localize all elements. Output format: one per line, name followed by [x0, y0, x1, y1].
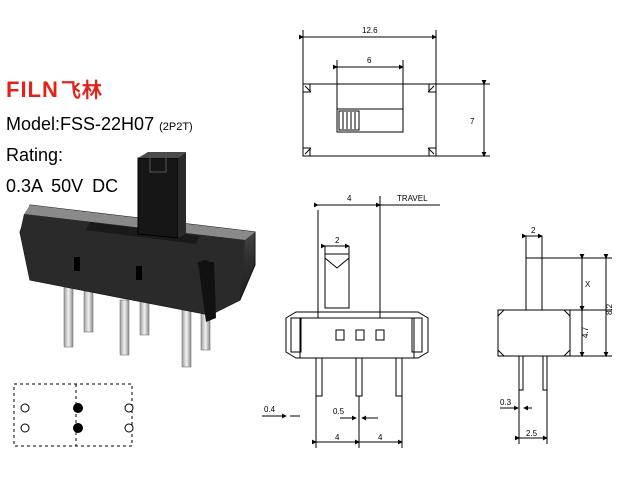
dim-side-pin-thickness: 0.3: [500, 398, 512, 407]
dim-side-pin-spacing: 2.5: [526, 429, 538, 438]
dim-pin-thickness: 0.4: [264, 405, 276, 414]
dim-side-actuator-width: 2: [531, 226, 536, 235]
dim-pin-width: 0.5: [333, 407, 345, 416]
dim-pitch-right: 4: [378, 433, 383, 442]
rating-values: 0.3A 50V DC: [6, 176, 118, 197]
travel-label: TRAVEL: [397, 194, 428, 203]
switch-photo: [19, 152, 256, 368]
model-label: Model:: [6, 114, 61, 134]
model-suffix: (2P2T): [159, 121, 193, 133]
side-view: [497, 233, 612, 444]
logo-chinese: 飞林: [60, 80, 103, 102]
dim-side-total-height: 8.2: [605, 303, 614, 315]
dim-side-body-height: 4.7: [581, 326, 590, 338]
dim-travel: 4: [347, 194, 352, 203]
dim-side-x: X: [585, 280, 591, 289]
rating-label: Rating:: [6, 145, 64, 165]
logo-latin: FILN: [6, 77, 59, 102]
rating-voltage: 50V: [51, 176, 84, 196]
model-line: Model:FSS-22H07 (2P2T): [6, 114, 193, 135]
rating-type: DC: [92, 176, 119, 196]
circuit-schematic: [13, 383, 134, 447]
top-view: [298, 30, 490, 157]
dim-top-width: 12.6: [362, 26, 378, 35]
dim-top-inner: 6: [367, 56, 372, 65]
rating-current: 0.3A: [6, 176, 43, 196]
dim-top-height: 7: [470, 117, 475, 126]
front-view: [262, 196, 440, 448]
dim-actuator-width: 2: [335, 236, 340, 245]
dim-pitch-left: 4: [335, 433, 340, 442]
model-value: FSS-22H07: [60, 114, 155, 134]
